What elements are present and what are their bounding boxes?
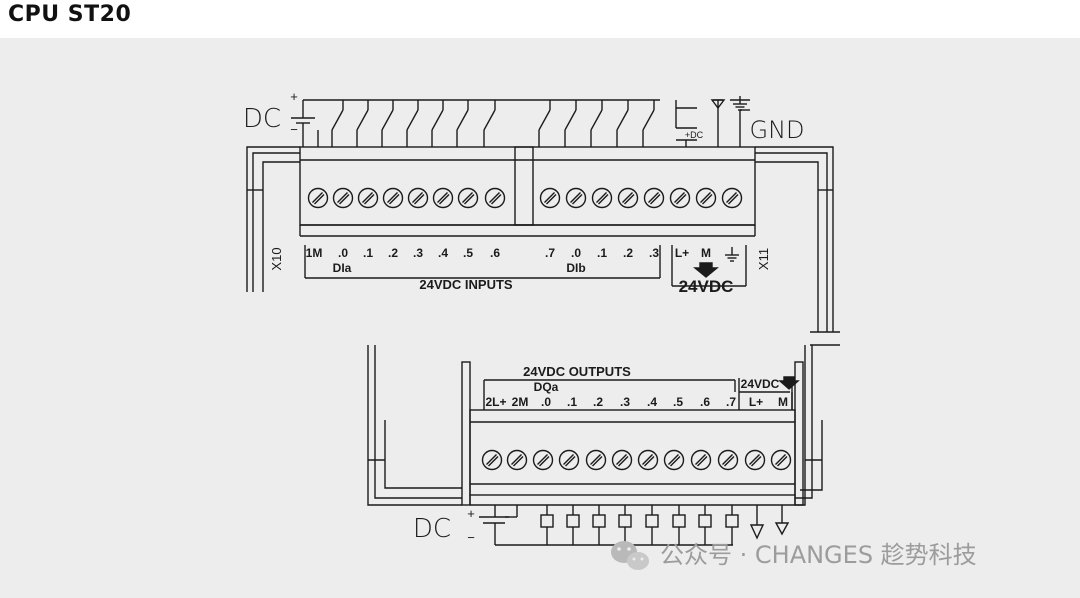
top-terminal-screw xyxy=(332,187,354,209)
bottom-terminal-label: 2L+ xyxy=(485,395,506,409)
bottom-terminal-screw xyxy=(663,449,685,471)
bottom-terminal-screw xyxy=(690,449,712,471)
wechat-icon xyxy=(611,541,649,570)
bottom-dc-plus: + xyxy=(467,506,475,521)
bottom-terminal-screw xyxy=(481,449,503,471)
top-terminal-screw xyxy=(591,187,613,209)
top-terminal-screw xyxy=(382,187,404,209)
top-terminal-label: L+ xyxy=(675,246,689,260)
top-terminal-screw xyxy=(669,187,691,209)
bottom-terminal-label: L+ xyxy=(749,395,763,409)
top-terminal-label: .3 xyxy=(413,246,423,260)
top-terminal-label: .1 xyxy=(597,246,607,260)
bottom-terminal-screw xyxy=(585,449,607,471)
top-terminal-label: M xyxy=(701,246,711,260)
top-terminal-label: .2 xyxy=(623,246,633,260)
bottom-terminal-screw xyxy=(637,449,659,471)
top-terminal-label: .3 xyxy=(649,246,659,260)
top-terminal-screw xyxy=(484,187,506,209)
top-terminal-screw xyxy=(617,187,639,209)
down-arrow-icon xyxy=(778,376,800,390)
bottom-terminal-label: .4 xyxy=(647,395,657,409)
top-terminal-label: .1 xyxy=(363,246,373,260)
top-terminal-label: .4 xyxy=(438,246,448,260)
inputs-label: 24VDC INPUTS xyxy=(419,277,513,292)
top-terminal-label: 1M xyxy=(306,246,323,260)
top-terminal-label: .2 xyxy=(388,246,398,260)
top-ground-terminal xyxy=(725,247,739,262)
bottom-terminal-label: .5 xyxy=(673,395,683,409)
bottom-terminal-screw xyxy=(611,449,633,471)
top-power-label: 24VDC xyxy=(679,277,734,296)
bottom-terminal-screw xyxy=(558,449,580,471)
bottom-terminal-label: .1 xyxy=(567,395,577,409)
bottom-power-label: 24VDC xyxy=(741,377,780,391)
bottom-terminal-label: .7 xyxy=(726,395,736,409)
top-terminal-screw xyxy=(721,187,743,209)
top-terminal-label: .0 xyxy=(338,246,348,260)
outputs-label: 24VDC OUTPUTS xyxy=(523,364,631,379)
top-terminal-screw xyxy=(695,187,717,209)
top-terminal-label: .7 xyxy=(545,246,555,260)
bottom-terminal-label: .2 xyxy=(593,395,603,409)
bottom-terminal-screw xyxy=(717,449,739,471)
page-title: CPU ST20 xyxy=(8,2,132,27)
group-dqa: DQa xyxy=(534,380,559,394)
group-dia: DIa xyxy=(333,261,352,275)
top-terminal-screw xyxy=(539,187,561,209)
bottom-terminal-label: .3 xyxy=(620,395,630,409)
x10-label: X10 xyxy=(269,247,284,270)
watermark-text: 公众号 · CHANGES 趁势科技 xyxy=(660,541,977,569)
bottom-terminal-label: 2M xyxy=(512,395,529,409)
bottom-terminal-screw xyxy=(770,449,792,471)
gnd-label: GND xyxy=(749,116,804,144)
top-terminal-screw xyxy=(457,187,479,209)
bottom-terminal-label: M xyxy=(778,395,788,409)
top-dc-label: DC xyxy=(243,104,281,134)
down-arrow-icon xyxy=(693,262,719,278)
top-terminal-screw xyxy=(565,187,587,209)
watermark: 公众号 · CHANGES 趁势科技 xyxy=(611,541,977,570)
ground-symbol xyxy=(733,96,747,111)
group-dib: DIb xyxy=(566,261,585,275)
bottom-terminal-label: .6 xyxy=(700,395,710,409)
bottom-terminal-screw xyxy=(506,449,528,471)
top-terminal-label: .0 xyxy=(571,246,581,260)
bottom-terminal-screw xyxy=(744,449,766,471)
plus-dc-label: +DC xyxy=(685,130,704,140)
ground-arrow xyxy=(710,99,726,110)
bottom-dc-label: DC xyxy=(413,514,451,544)
supply-arrow xyxy=(749,524,765,540)
ground-arrow xyxy=(774,522,790,536)
top-terminal-screw xyxy=(643,187,665,209)
x11-label: X11 xyxy=(756,248,771,270)
top-terminal-screw xyxy=(407,187,429,209)
top-dc-plus: + xyxy=(290,89,298,104)
top-dc-minus: − xyxy=(290,122,298,137)
bottom-terminal-screw xyxy=(532,449,554,471)
bottom-dc-minus: − xyxy=(467,530,475,545)
bottom-terminal-label: .0 xyxy=(541,395,551,409)
top-terminal-label: .6 xyxy=(490,246,500,260)
top-terminal-screw xyxy=(307,187,329,209)
top-terminal-screw xyxy=(432,187,454,209)
top-terminal-screw xyxy=(357,187,379,209)
top-terminal-label: .5 xyxy=(463,246,473,260)
